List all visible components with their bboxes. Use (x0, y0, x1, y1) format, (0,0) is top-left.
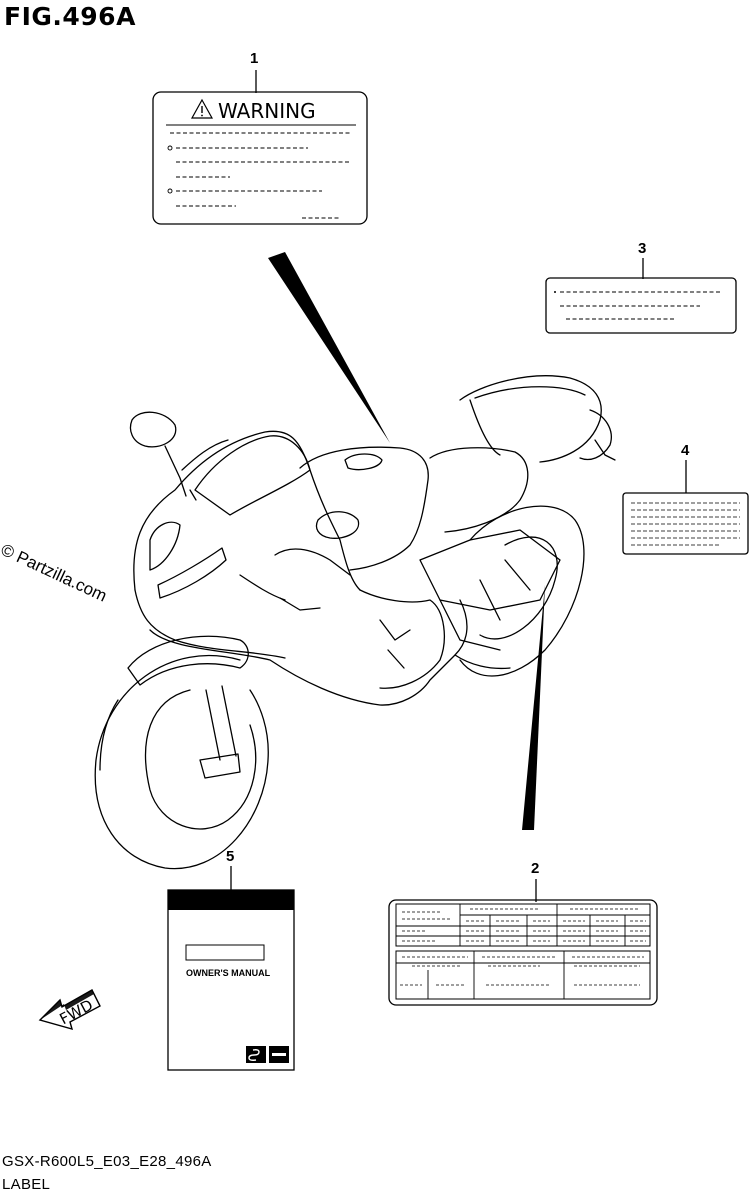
callout-2: 2 (531, 860, 540, 877)
figure-code: GSX-R600L5_E03_E28_496A (2, 1153, 212, 1170)
manual-title: OWNER'S MANUAL (186, 968, 271, 978)
owners-manual: OWNER'S MANUAL (167, 889, 295, 1071)
warning-label: WARNING (152, 91, 368, 225)
figure-title: FIG.496A (4, 2, 136, 31)
callout-3: 3 (638, 240, 647, 257)
label-2-table (388, 899, 658, 1006)
callout-4: 4 (681, 442, 690, 459)
label-3 (545, 277, 737, 334)
callout-5: 5 (226, 848, 235, 865)
label-4 (622, 492, 749, 555)
figure-label: LABEL (2, 1176, 51, 1193)
callout-leaders (230, 70, 687, 902)
motorcycle-illustration (94, 375, 616, 870)
fwd-arrow-icon: FWD (38, 989, 101, 1031)
pointer-wedges (268, 252, 545, 830)
brand-logo-icon (246, 1046, 289, 1063)
callout-1: 1 (250, 50, 259, 67)
warning-triangle-icon (190, 98, 214, 119)
warning-heading: WARNING (218, 99, 316, 123)
